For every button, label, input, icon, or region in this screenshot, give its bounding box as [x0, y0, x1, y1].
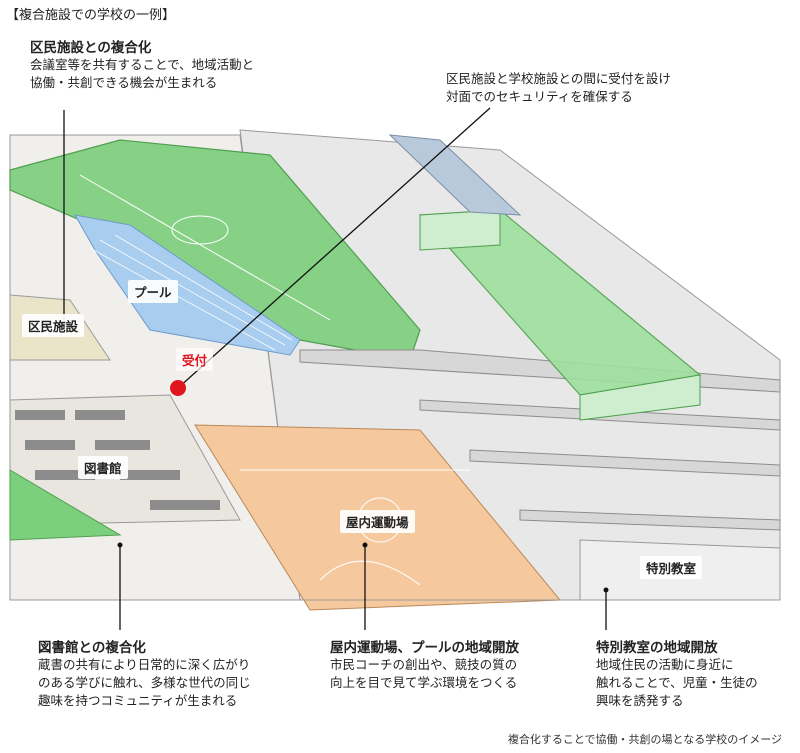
annotation-reception-line-1: 区民施設と学校施設との間に受付を設け	[446, 71, 671, 86]
annotation-library-line-1: 蔵書の共有により日常的に深く広がり	[38, 657, 251, 672]
library-green-roof	[9, 469, 122, 541]
field-circle	[171, 215, 229, 245]
annotation-gym-line-1: 市民コーチの創出や、競技の質の	[330, 657, 518, 672]
annotation-special-title: 特別教室の地域開放	[596, 640, 718, 656]
annotation-library-line-3: 趣味を持つコミュニティが生まれる	[38, 693, 238, 708]
label-gym: 屋内運動場	[340, 510, 415, 533]
field-line	[79, 174, 331, 321]
annotation-special-room: 特別教室の地域開放 地域住民の活動に身近に 触れることで、児童・生徒の 興味を誘…	[596, 636, 758, 710]
annotation-ward-line-2: 協働・共創できる機会が生まれる	[30, 75, 218, 90]
annotation-special-line-3: 興味を誘発する	[596, 693, 684, 708]
label-library: 図書館	[78, 456, 128, 479]
figure-caption: 複合化することで協働・共創の場となる学校のイメージ	[507, 733, 782, 746]
solar-panels	[388, 134, 522, 216]
annotation-library-line-2: のある学びに触れ、多様な世代の同じ	[38, 675, 251, 690]
annotation-library-title: 図書館との複合化	[38, 640, 146, 656]
label-ward-facility: 区民施設	[22, 314, 85, 337]
annotation-ward-facility: 区民施設との複合化 会議室等を共有することで、地域活動と 協働・共創できる機会が…	[30, 36, 254, 92]
label-reception: 受付	[176, 348, 214, 371]
label-special-room: 特別教室	[640, 556, 703, 579]
annotation-reception-line-2: 対面でのセキュリティを確保する	[446, 89, 633, 104]
annotation-gym-pool: 屋内運動場、プールの地域開放 市民コーチの創出や、競技の質の 向上を目で見て学ぶ…	[330, 636, 519, 692]
annotation-gym-title: 屋内運動場、プールの地域開放	[330, 640, 519, 656]
figure-title: 【複合施設での学校の一例】	[6, 8, 176, 23]
annotation-ward-title: 区民施設との複合化	[30, 40, 152, 56]
annotation-special-line-1: 地域住民の活動に身近に	[596, 657, 734, 672]
annotation-library: 図書館との複合化 蔵書の共有により日常的に深く広がり のある学びに触れ、多様な世…	[38, 636, 251, 710]
annotation-ward-line-1: 会議室等を共有することで、地域活動と	[30, 57, 255, 72]
bookshelves	[15, 410, 220, 510]
annotation-gym-line-2: 向上を目で見て学ぶ環境をつくる	[330, 675, 518, 690]
annotation-reception: 区民施設と学校施設との間に受付を設け 対面でのセキュリティを確保する	[446, 70, 671, 106]
slab-3	[469, 449, 781, 477]
slab-4	[519, 509, 781, 531]
pool-area	[74, 214, 301, 356]
reception-marker	[170, 380, 186, 396]
leader-reception	[177, 107, 491, 389]
annotation-special-line-2: 触れることで、児童・生徒の	[596, 675, 758, 690]
label-pool: プール	[128, 280, 178, 303]
